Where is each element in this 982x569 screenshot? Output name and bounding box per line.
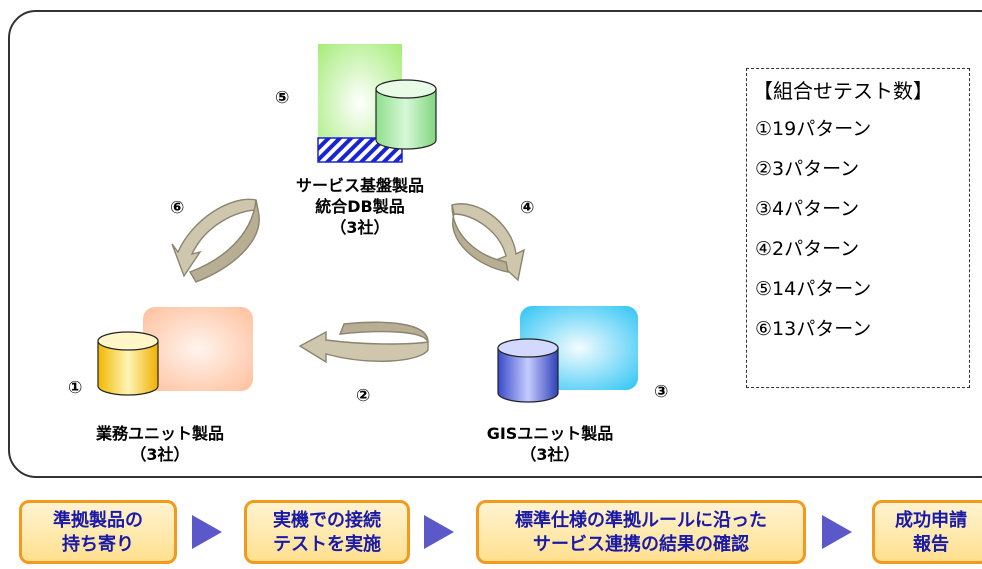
step-line1: 成功申請 — [895, 510, 967, 531]
legend-item: ⑤14パターン — [755, 278, 872, 300]
step-line2: 持ち寄り — [62, 534, 134, 555]
business-label-line2: （3社） — [130, 445, 190, 464]
legend-title: 【組合せテスト数】 — [753, 79, 933, 103]
step-verify-results: 標準仕様の準拠ルールに沿った サービス連携の結果の確認 — [476, 500, 806, 564]
services-label-line3: （3社） — [330, 218, 390, 237]
diagram-panel — [8, 10, 982, 478]
business-db-cylinder — [97, 331, 159, 396]
gis-db-cylinder — [497, 338, 559, 403]
business-number: ① — [68, 378, 83, 398]
arrow-left-loop — [171, 198, 260, 283]
arrow-right-loop — [451, 203, 525, 282]
flow-arrow-icon — [192, 515, 222, 549]
legend-item: ①19パターン — [755, 118, 872, 140]
step-line1: 準拠製品の — [53, 510, 143, 531]
business-label-line1: 業務ユニット製品 — [95, 424, 224, 443]
services-label-line1: サービス基盤製品 — [295, 176, 424, 195]
flow-arrow-icon — [424, 515, 454, 549]
arrow-bottom-loop — [298, 321, 429, 364]
arrow-left-number: ⑥ — [170, 198, 185, 218]
flow-arrow-icon — [822, 515, 852, 549]
legend-item: ②3パターン — [755, 158, 860, 180]
step-line1: 標準仕様の準拠ルールに沿った — [515, 510, 767, 531]
step-line2: サービス連携の結果の確認 — [533, 534, 749, 555]
gis-label-line2: （3社） — [520, 445, 580, 464]
test-count-legend: 【組合せテスト数】 ①19パターン ②3パターン ③4パターン ④2パターン ⑤… — [746, 68, 970, 388]
legend-item: ③4パターン — [755, 198, 860, 220]
arrow-right-number: ④ — [520, 198, 535, 218]
services-db-cylinder — [375, 79, 437, 150]
legend-item: ⑥13パターン — [755, 318, 872, 340]
arrow-bottom-number: ② — [356, 386, 371, 406]
services-label-line2: 統合DB製品 — [315, 197, 405, 216]
legend-item: ④2パターン — [755, 238, 860, 260]
step-line1: 実機での接続 — [273, 510, 381, 531]
step-line2: テストを実施 — [273, 534, 381, 555]
step-line2: 報告 — [913, 534, 949, 555]
gis-label-line1: GISユニット製品 — [486, 424, 614, 443]
step-connection-test: 実機での接続 テストを実施 — [244, 500, 410, 564]
gis-number: ③ — [654, 382, 669, 402]
step-success-report: 成功申請 報告 — [872, 500, 982, 564]
services-number: ⑤ — [275, 88, 290, 108]
business-block — [143, 307, 253, 391]
step-bring-products: 準拠製品の 持ち寄り — [19, 500, 177, 564]
